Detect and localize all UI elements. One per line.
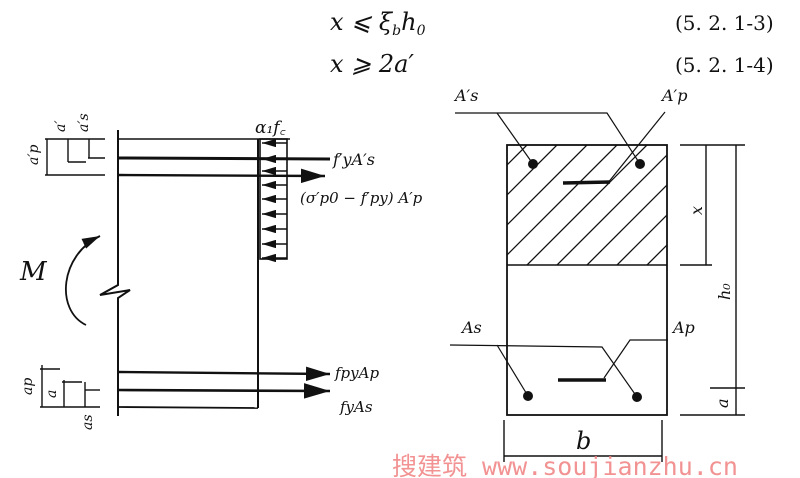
svg-text:ap: ap <box>20 378 36 395</box>
bottom-dimensions <box>40 365 100 408</box>
svg-text:f′yA′s: f′yA′s <box>332 150 375 169</box>
svg-text:a: a <box>713 398 732 408</box>
svg-text:h₀: h₀ <box>715 283 734 300</box>
leader-lines <box>449 111 668 398</box>
compression-zone-hatch <box>507 145 667 265</box>
stress-block-label: α₁f꜀ <box>255 118 286 138</box>
watermark: 搜建筑 www.soujianzhu.cn <box>392 452 738 478</box>
svg-text:As: As <box>460 318 482 337</box>
dimension-lines <box>503 144 745 462</box>
svg-text:(σ′p0 − f′py) A′p: (σ′p0 − f′py) A′p <box>300 189 423 207</box>
svg-text:a′: a′ <box>53 120 69 132</box>
svg-text:A′s: A′s <box>453 86 478 105</box>
svg-text:a: a <box>44 390 60 398</box>
equation-number: (5. 2. 1-4) <box>675 53 774 77</box>
svg-text:fyAs: fyAs <box>339 398 373 416</box>
svg-text:x ⩽ ξbh0: x ⩽ ξbh0 <box>330 8 426 39</box>
svg-text:A′p: A′p <box>660 86 687 105</box>
moment-label: M <box>19 257 48 287</box>
moment-arrow-icon <box>65 235 101 326</box>
equation-2: x ⩾ 2a′ (5. 2. 1-4) <box>330 50 774 78</box>
tendon-top <box>562 180 611 185</box>
left-labels: M α₁f꜀ f′yA′s (σ′p0 − f′py) A′p fpyAp fy… <box>19 113 423 430</box>
svg-text:a′s: a′s <box>76 113 92 132</box>
top-dimensions <box>45 138 105 176</box>
equation-1: x ⩽ ξbh0 (5. 2. 1-3) <box>330 8 774 39</box>
svg-text:x ⩾ 2a′: x ⩾ 2a′ <box>330 50 414 78</box>
section-labels: A′s A′p As Ap x h₀ a b <box>453 86 734 455</box>
cross-section <box>449 111 745 462</box>
svg-text:fpyAp: fpyAp <box>334 364 379 382</box>
svg-text:as: as <box>80 414 96 430</box>
svg-text:Ap: Ap <box>671 318 695 337</box>
svg-text:x: x <box>687 206 706 215</box>
beam-elevation <box>40 130 331 416</box>
svg-text:a′p: a′p <box>26 144 42 165</box>
svg-text:b: b <box>576 427 591 455</box>
stress-arrows <box>262 138 287 263</box>
equation-number: (5. 2. 1-3) <box>675 11 774 35</box>
